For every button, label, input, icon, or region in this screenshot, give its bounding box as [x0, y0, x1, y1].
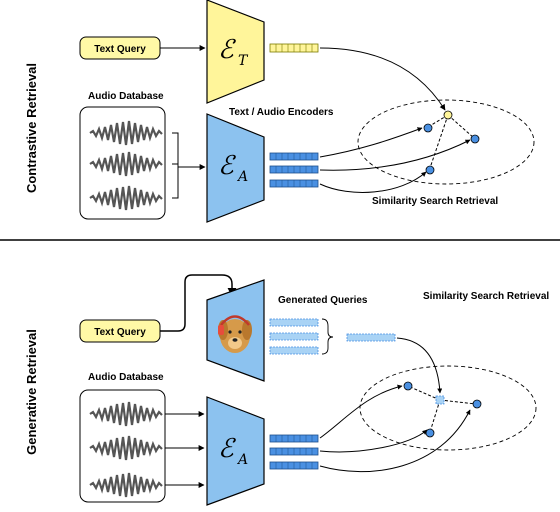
text-query-label: Text Query	[94, 44, 146, 55]
embedding-arrow	[319, 171, 427, 193]
similarity-space-top	[357, 99, 535, 185]
generated-query-point	[435, 395, 445, 405]
audio-embeddings-top	[269, 152, 319, 188]
dog-headphones-icon	[218, 315, 252, 353]
generated-queries-brace	[321, 318, 334, 355]
database-brace-top	[172, 132, 205, 199]
text-encoder-symbol: ℰ	[218, 35, 236, 65]
similarity-link	[447, 114, 475, 139]
query-point	[443, 110, 453, 120]
query-to-generator-arrow	[160, 274, 237, 332]
text-encoder	[206, 0, 265, 104]
audio-database-label-top: Audio Database	[88, 91, 164, 102]
text-embedding	[269, 43, 319, 53]
audio-point	[425, 428, 435, 438]
aggregated-query-embedding	[346, 333, 396, 342]
section-label-contrastive: Contrastive Retrieval	[24, 63, 39, 193]
generated-queries-label: Generated Queries	[278, 295, 368, 306]
audio-point	[470, 134, 480, 144]
similarity-link	[407, 385, 441, 401]
audio-encoder-bottom	[206, 396, 265, 506]
embedding-arrow	[319, 384, 403, 439]
embedding-arrow	[319, 409, 471, 473]
text-encoder-subscript: T	[238, 53, 249, 69]
section-label-generative: Generative Retrieval	[24, 329, 39, 455]
audio-point	[425, 165, 435, 175]
audio-database-label-bottom: Audio Database	[88, 372, 164, 383]
similarity-link	[439, 399, 477, 405]
aggregated-to-space-arrow	[396, 337, 443, 394]
similarity-space-bottom	[359, 365, 537, 451]
audio-encoder-subscript-bottom: A	[236, 452, 248, 468]
audio-point	[423, 123, 433, 133]
embedding-arrow	[319, 429, 428, 453]
audio-point	[403, 381, 413, 391]
text-query-label-bottom: Text Query	[94, 327, 146, 338]
audio-embeddings-bottom	[269, 434, 319, 470]
embedding-arrow	[319, 127, 423, 158]
audio-encoder-top	[206, 113, 265, 223]
similarity-search-label-bottom: Similarity Search Retrieval	[423, 291, 549, 302]
embedding-arrow	[319, 139, 471, 171]
similarity-link	[427, 114, 449, 128]
generated-query-embeddings	[269, 318, 319, 355]
audio-encoder-symbol-bottom: ℰ	[218, 434, 236, 464]
similarity-link	[429, 114, 449, 169]
audio-encoder-subscript-top: A	[236, 169, 248, 185]
similarity-link	[429, 399, 441, 433]
text-embedding-to-space-arrow	[319, 47, 446, 111]
audio-point	[472, 399, 482, 409]
encoders-label: Text / Audio Encoders	[229, 107, 334, 118]
audio-encoder-symbol-top: ℰ	[218, 151, 236, 181]
similarity-search-label-top: Similarity Search Retrieval	[372, 196, 498, 207]
